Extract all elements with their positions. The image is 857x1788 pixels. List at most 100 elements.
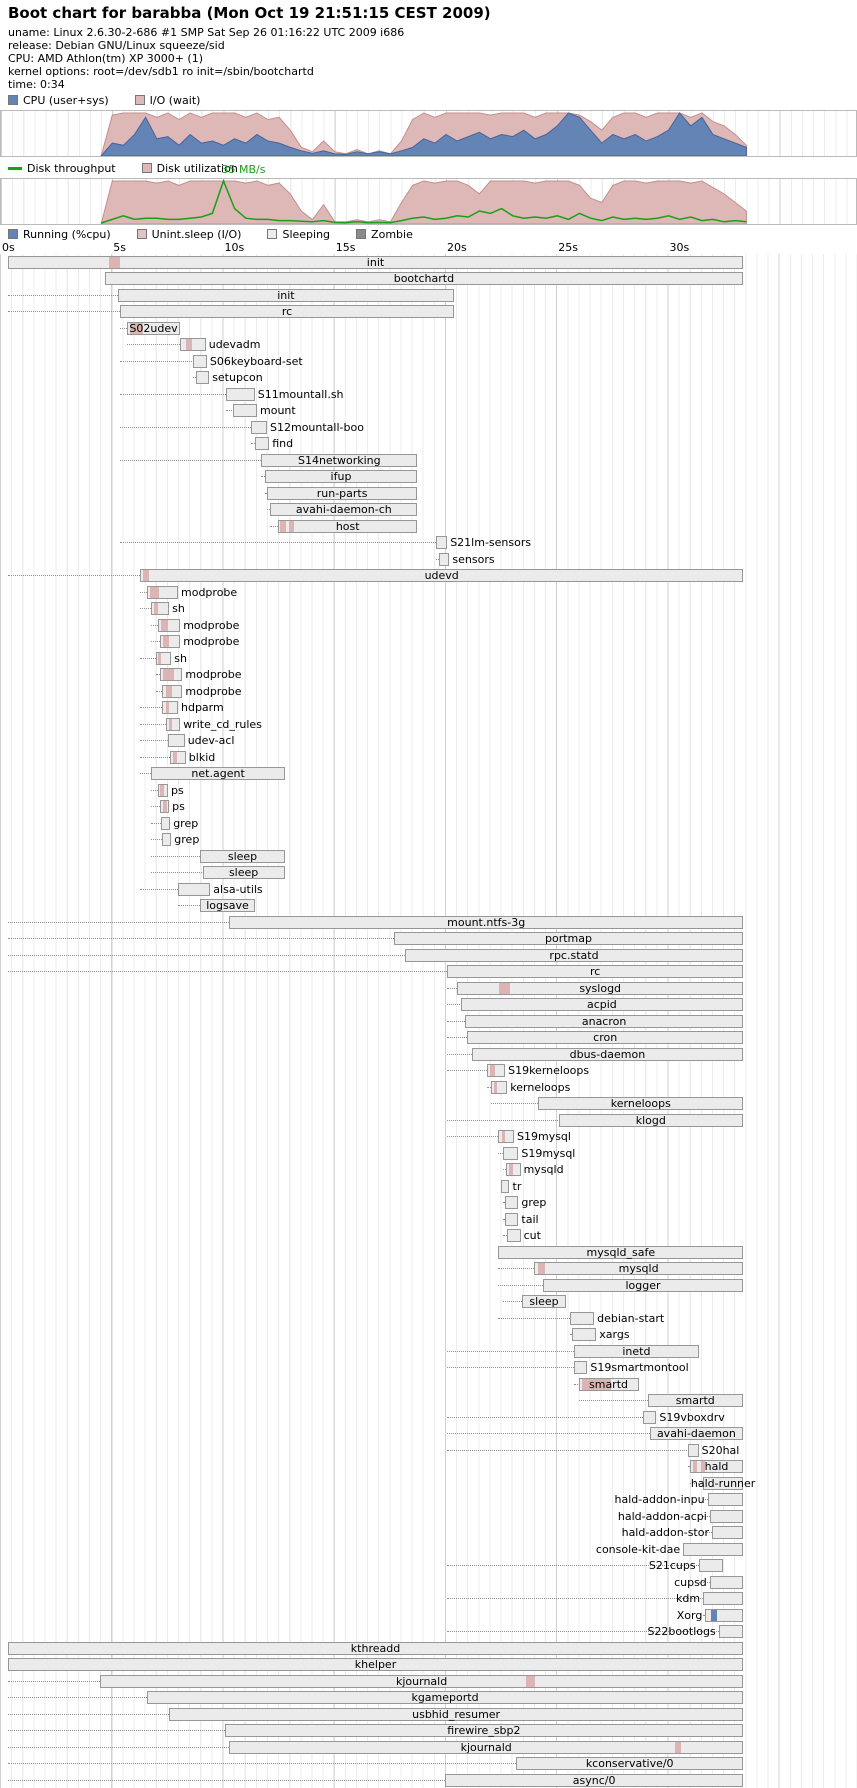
- process-bar: [155, 651, 172, 665]
- parent-connector-line: [7, 1713, 170, 1715]
- parent-connector-line: [703, 1532, 712, 1534]
- parent-connector-line: [703, 1614, 706, 1616]
- process-row: modprobe: [0, 584, 857, 600]
- process-row: host: [0, 518, 857, 534]
- io-sleep-segment: [280, 520, 286, 532]
- process-label: hald-addon-inpu: [614, 1493, 705, 1507]
- parent-connector-line: [447, 1004, 461, 1006]
- process-label: kerneloops: [510, 1080, 571, 1094]
- process-bar: [498, 1245, 744, 1259]
- process-label: kjournald: [460, 1740, 512, 1754]
- parent-connector-line: [140, 888, 178, 890]
- process-bar: [487, 1064, 506, 1078]
- process-bar: [569, 1311, 595, 1325]
- running-swatch: [8, 229, 18, 239]
- process-bar: [689, 1460, 744, 1474]
- process-label: kgameportd: [411, 1691, 479, 1705]
- process-label: ifup: [330, 470, 352, 484]
- process-row: tail: [0, 1211, 857, 1227]
- process-row: ps: [0, 798, 857, 814]
- process-bar: [712, 1526, 744, 1540]
- process-row: async/0: [0, 1772, 857, 1788]
- process-bar: [146, 1691, 744, 1705]
- parent-connector-line: [225, 410, 233, 412]
- parent-connector-line: [7, 575, 141, 577]
- process-bar: [498, 1130, 514, 1144]
- process-row: logger: [0, 1277, 857, 1293]
- io-sleep-segment: [501, 1131, 505, 1143]
- process-label: rc: [281, 305, 293, 319]
- parent-connector-line: [698, 1581, 710, 1583]
- legend-item: Sleeping: [267, 228, 330, 241]
- process-bar: [502, 1146, 519, 1160]
- process-bar: [571, 1328, 597, 1342]
- process-row: modprobe: [0, 633, 857, 649]
- process-label: run-parts: [316, 486, 368, 500]
- process-label: S19mysql: [521, 1146, 576, 1160]
- process-bar: [261, 453, 418, 467]
- process-label: logsave: [206, 899, 249, 913]
- process-row: bootchartd: [0, 270, 857, 286]
- process-row: sensors: [0, 551, 857, 567]
- process-row: ps: [0, 782, 857, 798]
- process-label: mount.ntfs-3g: [447, 915, 526, 929]
- axis-tick-label: 5s: [113, 241, 126, 254]
- process-row: sh: [0, 650, 857, 666]
- process-label: Xorg: [676, 1608, 703, 1622]
- cpu-line: CPU: AMD Athlon(tm) XP 3000+ (1): [8, 52, 203, 65]
- parent-connector-line: [261, 476, 265, 478]
- process-row: acpid: [0, 996, 857, 1012]
- running-segment: [710, 1609, 718, 1621]
- io-sleep-segment: [173, 751, 177, 763]
- process-row: kjournald: [0, 1673, 857, 1689]
- parent-connector-line: [178, 905, 201, 907]
- parent-connector-line: [7, 1680, 101, 1682]
- process-label: S19smartmontool: [590, 1361, 689, 1375]
- process-bar: [229, 1740, 744, 1754]
- parent-connector-line: [502, 1218, 506, 1220]
- parent-connector-line: [490, 1103, 539, 1105]
- disk-chart: [0, 178, 857, 225]
- process-row: mysqld_safe: [0, 1244, 857, 1260]
- area-series: [100, 112, 747, 156]
- process-label: mysqld: [618, 1262, 659, 1276]
- io-sleep-segment: [289, 520, 294, 532]
- process-label: S02udev: [129, 321, 178, 335]
- chart-canvas: [100, 112, 747, 156]
- process-row: dbus-daemon: [0, 1046, 857, 1062]
- axis-tick-label: 0s: [2, 241, 15, 254]
- process-label: debian-start: [597, 1311, 665, 1325]
- parent-connector-line: [7, 938, 394, 940]
- process-bar: [709, 1575, 744, 1589]
- process-row: find: [0, 435, 857, 451]
- process-row: blkid: [0, 749, 857, 765]
- process-label: udev-acl: [187, 734, 235, 748]
- parent-connector-line: [574, 1383, 579, 1385]
- process-label: usbhid_resumer: [412, 1707, 501, 1721]
- process-bar: [538, 1097, 744, 1111]
- io-sleep-segment: [163, 669, 175, 681]
- process-label: cupsd: [674, 1575, 707, 1589]
- process-label: rpc.statd: [549, 948, 599, 962]
- process-row: S11mountall.sh: [0, 386, 857, 402]
- process-row: Xorg: [0, 1607, 857, 1623]
- process-row: udev-acl: [0, 732, 857, 748]
- parent-connector-line: [120, 327, 127, 329]
- process-bar: [104, 272, 744, 286]
- parent-connector-line: [447, 1367, 574, 1369]
- process-bar: [447, 965, 744, 979]
- io-sleep-segment: [538, 1263, 545, 1275]
- process-label: S19vboxdrv: [659, 1410, 725, 1424]
- process-row: sleep: [0, 864, 857, 880]
- process-row: alsa-utils: [0, 881, 857, 897]
- process-label: rc: [590, 965, 601, 979]
- process-row: grep: [0, 831, 857, 847]
- process-bar: [467, 1031, 744, 1045]
- legend-item: CPU (user+sys): [8, 94, 109, 107]
- process-bar: [7, 1641, 744, 1655]
- parent-connector-line: [151, 855, 201, 857]
- process-row: klogd: [0, 1112, 857, 1128]
- process-row: avahi-daemon: [0, 1425, 857, 1441]
- process-row: sleep: [0, 1293, 857, 1309]
- process-bar: [439, 552, 450, 566]
